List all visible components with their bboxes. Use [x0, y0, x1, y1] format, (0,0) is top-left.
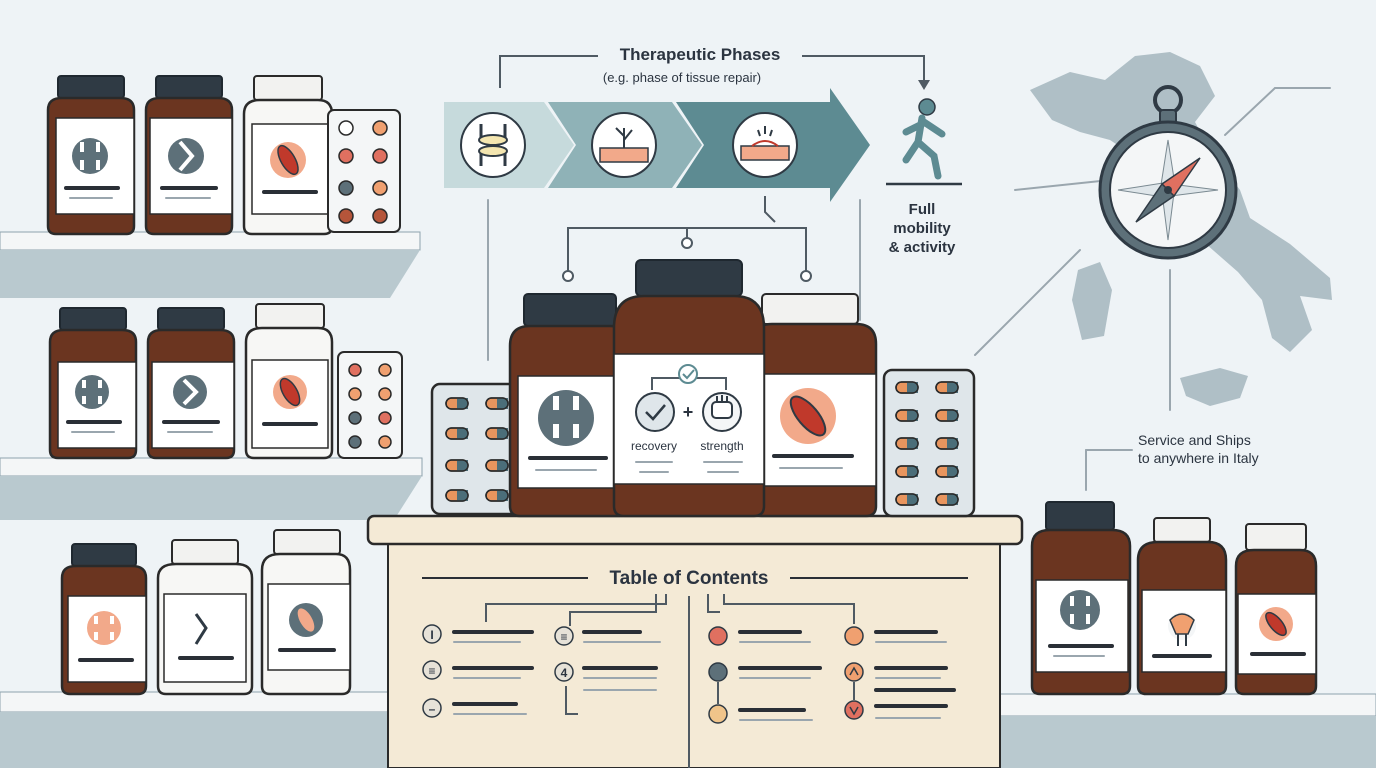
bottle [48, 307, 138, 460]
plus-sign: + [683, 402, 694, 422]
toc-marker: ≡ [428, 664, 435, 678]
bottle [46, 75, 136, 236]
bottle [244, 303, 334, 460]
toc-item[interactable] [844, 626, 947, 646]
bottle [146, 307, 236, 460]
goal-line-2: mobility [893, 220, 951, 237]
featured-bottle-right [750, 293, 878, 518]
toc-marker: I [430, 628, 433, 642]
bottle [242, 75, 334, 236]
featured-bottle-center: + recovery strength [612, 259, 766, 518]
bottle [1136, 517, 1228, 696]
running-person-icon [886, 98, 962, 186]
toc-marker: ≡ [560, 630, 567, 644]
bottle [260, 529, 352, 696]
shelf-row-1 [46, 75, 401, 236]
strength-label: strength [700, 439, 743, 453]
therapeutic-phases: Therapeutic Phases (e.g. phase of tissue… [444, 45, 962, 361]
shelf-row-2 [48, 303, 403, 460]
shelf-row-3 [60, 529, 352, 696]
toc-marker: 4 [561, 666, 568, 680]
bottle [60, 543, 148, 696]
bottle [144, 75, 234, 236]
bottle [1234, 523, 1318, 696]
skin-healing-icon [740, 126, 790, 161]
toc-item[interactable] [708, 662, 822, 704]
featured-blister-right [882, 368, 976, 518]
phases-title: Therapeutic Phases [620, 45, 781, 64]
recovery-label: recovery [631, 439, 677, 453]
toc-item[interactable] [844, 662, 948, 700]
phase-arrow-3 [676, 88, 870, 202]
toc-title: Table of Contents [609, 568, 768, 589]
table-of-contents: Table of Contents I ≡ – ≡ [422, 568, 968, 768]
shipping-line-2: to anywhere in Italy [1138, 450, 1259, 466]
toc-marker: – [429, 702, 436, 716]
toc-item[interactable] [708, 704, 813, 724]
bottle [156, 539, 254, 696]
right-shelving [999, 693, 1376, 768]
goal-line-1: Full [909, 201, 936, 218]
tissue-repair-icon [599, 127, 649, 163]
toc-item[interactable] [708, 626, 811, 646]
toc-item[interactable]: I [422, 624, 534, 644]
phase-arrow-1 [444, 102, 574, 188]
toc-item[interactable]: – [422, 698, 527, 718]
featured-bottle-left [508, 293, 632, 518]
toc-item[interactable]: ≡ [422, 660, 534, 680]
strength-fist-icon [702, 392, 742, 432]
toc-item[interactable]: 4 [554, 662, 658, 691]
phases-subtitle: (e.g. phase of tissue repair) [603, 70, 761, 85]
toc-item[interactable] [844, 688, 956, 720]
phase-arrow-2 [548, 102, 702, 188]
goal-line-3: & activity [889, 239, 956, 256]
right-shelf-bottles [1030, 501, 1318, 696]
shipping-line-1: Service and Ships [1138, 432, 1251, 448]
joint-icon [478, 124, 508, 166]
left-shelving [0, 231, 423, 768]
blister-pack [337, 351, 403, 459]
compass-icon [1098, 85, 1238, 260]
bottle [1030, 501, 1132, 696]
blister-pack [327, 109, 401, 233]
toc-item[interactable]: ≡ [554, 626, 661, 646]
shipping-info: Service and Ships to anywhere in Italy [1085, 432, 1259, 491]
recovery-icon [635, 392, 675, 432]
